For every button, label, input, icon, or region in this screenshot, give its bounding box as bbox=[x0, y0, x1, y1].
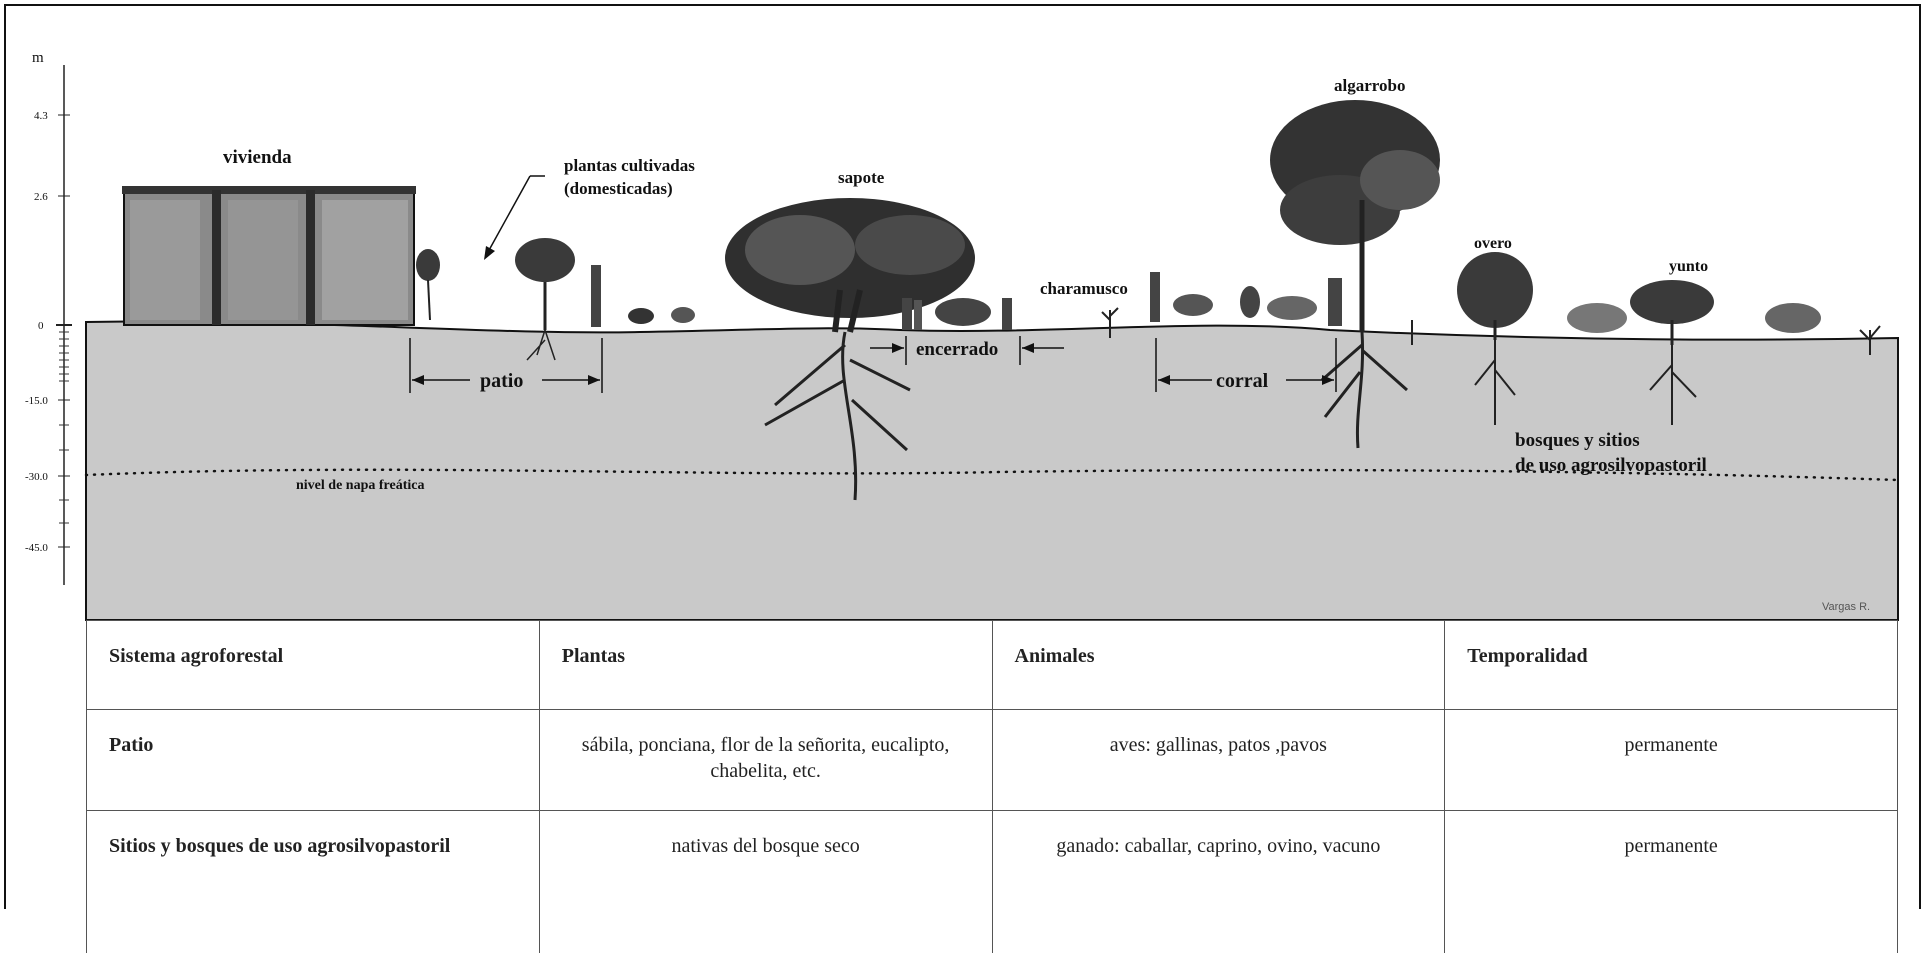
table-cell: aves: gallinas, patos ,pavos bbox=[992, 710, 1445, 811]
table-row: Patio sábila, ponciana, flor de la señor… bbox=[87, 710, 1898, 811]
table-cell: permanente bbox=[1445, 811, 1898, 953]
axis-tick-label: 2.6 bbox=[34, 191, 48, 203]
yunto-label: yunto bbox=[1669, 258, 1708, 275]
algarrobo-label: algarrobo bbox=[1334, 76, 1405, 95]
encerrado-label: encerrado bbox=[916, 339, 998, 360]
horse-icon bbox=[1765, 303, 1821, 333]
table-header-cell: Animales bbox=[992, 621, 1445, 710]
table-cell: permanente bbox=[1445, 710, 1898, 811]
fence-post-icon bbox=[1002, 298, 1012, 330]
fence-post-icon bbox=[902, 298, 922, 330]
sheep-icon bbox=[1267, 296, 1317, 320]
agroforestry-table: Sistema agroforestal Plantas Animales Te… bbox=[86, 620, 1898, 953]
axis-tick-label: -15.0 bbox=[25, 395, 48, 407]
artist-signature: Vargas R. bbox=[1822, 601, 1870, 613]
table-cell: sábila, ponciana, flor de la señorita, e… bbox=[539, 710, 992, 811]
table-cell: Patio bbox=[87, 710, 540, 811]
vivienda-label: vivienda bbox=[223, 147, 292, 168]
table-header-row: Sistema agroforestal Plantas Animales Te… bbox=[87, 621, 1898, 710]
axis-tick-label: 0 bbox=[38, 320, 44, 332]
axis-tick-label: -45.0 bbox=[25, 542, 48, 554]
chicken-icon bbox=[628, 308, 654, 324]
house-illustration bbox=[122, 186, 416, 325]
goat-icon bbox=[1173, 294, 1213, 316]
overo-label: overo bbox=[1474, 235, 1512, 252]
shrub-icon bbox=[416, 249, 440, 320]
cow-icon bbox=[1567, 303, 1627, 333]
axis-tick-label: -30.0 bbox=[25, 471, 48, 483]
chicken-icon bbox=[671, 307, 695, 323]
fence-post-icon bbox=[1328, 278, 1342, 326]
agroforestry-profile-diagram: m 4.3 2.6 0 -15.0 -30.0 -45.0 bbox=[0, 0, 1927, 625]
bosques-label-line1: bosques y sitios bbox=[1515, 430, 1640, 451]
table-cell: Sitios y bosques de uso agrosilvopastori… bbox=[87, 811, 540, 953]
table-cell: nativas del bosque seco bbox=[539, 811, 992, 953]
corral-label: corral bbox=[1216, 370, 1269, 392]
sapote-label: sapote bbox=[838, 168, 885, 187]
bosques-label-line2: de uso agrosilvopastoril bbox=[1515, 455, 1707, 476]
table-header-cell: Sistema agroforestal bbox=[87, 621, 540, 710]
fence-post-icon bbox=[591, 265, 601, 327]
fence-post-icon bbox=[1150, 272, 1160, 322]
table-header-cell: Plantas bbox=[539, 621, 992, 710]
goat-icon bbox=[1240, 286, 1260, 318]
water-table-label: nivel de napa freática bbox=[296, 478, 424, 493]
axis-unit-label: m bbox=[32, 50, 44, 66]
table-cell: ganado: caballar, caprino, ovino, vacuno bbox=[992, 811, 1445, 953]
plants-label-line2: (domesticadas) bbox=[564, 179, 673, 198]
axis-tick-label: 4.3 bbox=[34, 110, 48, 122]
table-header-cell: Temporalidad bbox=[1445, 621, 1898, 710]
table-row: Sitios y bosques de uso agrosilvopastori… bbox=[87, 811, 1898, 953]
plants-label-line1: plantas cultivadas bbox=[564, 156, 695, 175]
patio-label: patio bbox=[480, 370, 523, 392]
pig-icon bbox=[935, 298, 991, 326]
depth-axis: m 4.3 2.6 0 -15.0 -30.0 -45.0 bbox=[25, 50, 72, 585]
charamusco-label: charamusco bbox=[1040, 279, 1128, 298]
